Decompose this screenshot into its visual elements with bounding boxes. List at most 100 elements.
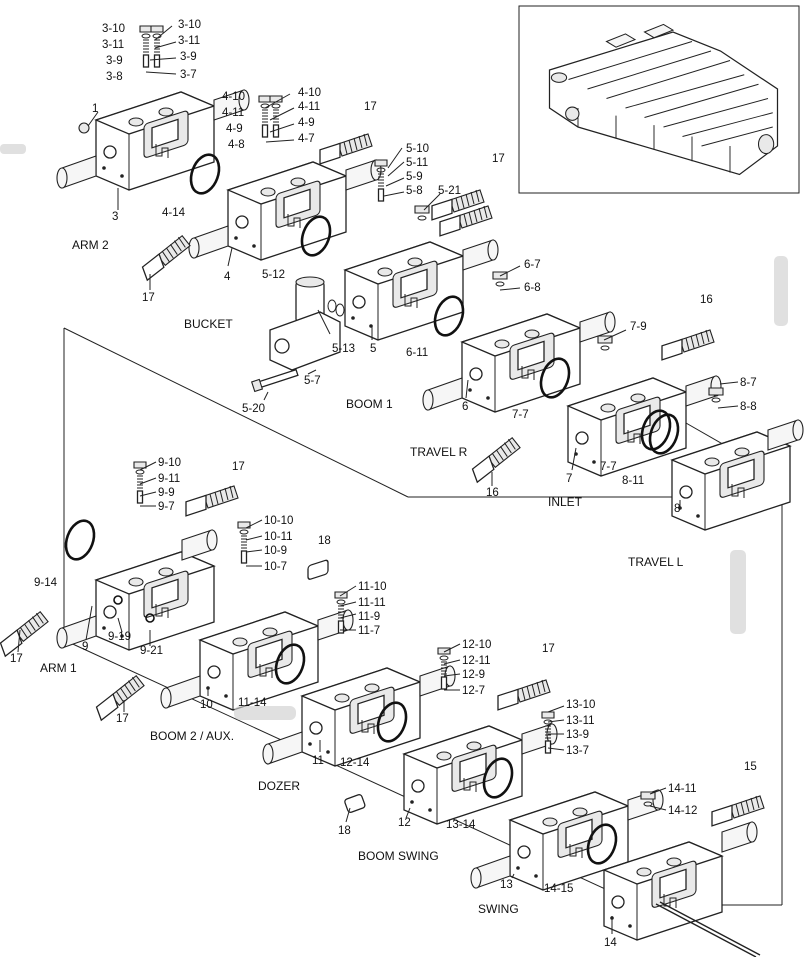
section-name: TRAVEL R [410, 445, 468, 459]
section-name: DOZER [258, 779, 300, 793]
label-12-14: 12-14 [340, 757, 370, 769]
label-4-11: 4-11 [298, 101, 320, 113]
label-4-10: 4-10 [222, 91, 245, 103]
label-11: 11 [312, 755, 324, 767]
label-6: 6 [462, 401, 468, 413]
label-5-10: 5-10 [406, 143, 429, 155]
label-13-10: 13-10 [566, 699, 595, 711]
label-3-8: 3-8 [106, 71, 123, 83]
label-17: 17 [142, 292, 155, 304]
section-name: ARM 1 [40, 661, 77, 675]
plug-1-icon [78, 122, 90, 134]
label-4: 4 [224, 271, 231, 283]
label-3-10: 3-10 [102, 23, 125, 35]
oring-6-11 [433, 295, 465, 337]
section-name: BUCKET [184, 317, 233, 331]
section-7-inlet [567, 377, 687, 477]
label-9-7: 9-7 [158, 501, 175, 513]
label-5-12: 5-12 [262, 269, 285, 281]
label-10-7: 10-7 [264, 561, 287, 573]
oring-14-15 [586, 823, 618, 865]
label-5-11: 5-11 [406, 157, 428, 169]
label-5-21: 5-21 [438, 185, 461, 197]
label-5-20: 5-20 [242, 403, 265, 415]
label-10-10: 10-10 [264, 515, 293, 527]
section-name: BOOM SWING [358, 849, 439, 863]
assembled-valve-inset [518, 5, 800, 194]
label-3-11: 3-11 [178, 35, 200, 47]
oring-9-14 [64, 519, 96, 561]
label-12-11: 12-11 [462, 655, 491, 667]
section-names: ARM 2 BUCKET BOOM 1 TRAVEL R INLET TRAVE… [40, 238, 684, 916]
label-5: 5 [370, 343, 376, 355]
label-8-11: 8-11 [622, 475, 644, 487]
label-5-8: 5-8 [406, 185, 423, 197]
section-name: BOOM 1 [346, 397, 393, 411]
label-13-14: 13-14 [446, 819, 476, 831]
label-13-9: 13-9 [566, 729, 589, 741]
label-11-10: 11-10 [358, 581, 387, 593]
oring-4-14 [189, 153, 221, 195]
label-15: 15 [744, 761, 757, 773]
label-10-11: 10-11 [264, 531, 293, 543]
part-labels: 1 3 3-10 3-10 3-11 3-11 3-9 3-9 3-8 3-7 … [10, 19, 757, 949]
section-name: TRAVEL L [628, 555, 684, 569]
label-10-9: 10-9 [264, 545, 287, 557]
label-7-9: 7-9 [630, 321, 647, 333]
label-3: 3 [112, 211, 118, 223]
label-14: 14 [604, 937, 617, 949]
label-7-7: 7-7 [600, 461, 617, 473]
section-name: INLET [548, 495, 583, 509]
label-14-12: 14-12 [668, 805, 697, 817]
label-6-11: 6-11 [406, 347, 428, 359]
label-8-7: 8-7 [740, 377, 757, 389]
label-17: 17 [492, 153, 505, 165]
label-13: 13 [500, 879, 513, 891]
label-5-7: 5-7 [304, 375, 321, 387]
section-6-travelr [461, 313, 581, 413]
label-5-13: 5-13 [332, 343, 355, 355]
label-6-7: 6-7 [524, 259, 541, 271]
label-4-14: 4-14 [162, 207, 186, 219]
label-16: 16 [700, 294, 713, 306]
label-3-9: 3-9 [106, 55, 123, 67]
oring-12-14 [376, 701, 408, 743]
label-16: 16 [486, 487, 499, 499]
label-11-7: 11-7 [358, 625, 380, 637]
holding-valve-5-7 [269, 276, 345, 371]
label-3-10: 3-10 [178, 19, 201, 31]
label-11-9: 11-9 [358, 611, 380, 623]
oring-13-14 [482, 757, 514, 799]
label-4-11: 4-11 [222, 107, 244, 119]
oring-5-12 [300, 215, 332, 257]
label-17: 17 [116, 713, 129, 725]
label-7-7: 7-7 [512, 409, 529, 421]
label-17: 17 [364, 101, 377, 113]
section-name: ARM 2 [72, 238, 109, 252]
label-17: 17 [232, 461, 245, 473]
label-12-10: 12-10 [462, 639, 491, 651]
section-name: BOOM 2 / AUX. [150, 729, 234, 743]
label-3-9: 3-9 [180, 51, 197, 63]
label-11-11: 11-11 [358, 597, 386, 609]
label-3-7: 3-7 [180, 69, 197, 81]
label-4-10: 4-10 [298, 87, 321, 99]
label-11-14: 11-14 [238, 697, 267, 709]
label-17: 17 [10, 653, 23, 665]
label-9-14: 9-14 [34, 577, 58, 589]
label-14-11: 14-11 [668, 783, 697, 795]
label-4-8: 4-8 [228, 139, 245, 151]
label-3-11: 3-11 [102, 39, 124, 51]
section-10-boom2 [199, 611, 319, 711]
label-8-8: 8-8 [740, 401, 757, 413]
label-18: 18 [338, 825, 351, 837]
label-18: 18 [318, 535, 331, 547]
section-12-boomswing [403, 725, 523, 825]
label-13-11: 13-11 [566, 715, 595, 727]
label-9-9: 9-9 [158, 487, 175, 499]
label-9-10: 9-10 [158, 457, 181, 469]
label-9-11: 9-11 [158, 473, 180, 485]
oring-7-7 [539, 357, 571, 399]
label-9-19: 9-19 [108, 631, 131, 643]
